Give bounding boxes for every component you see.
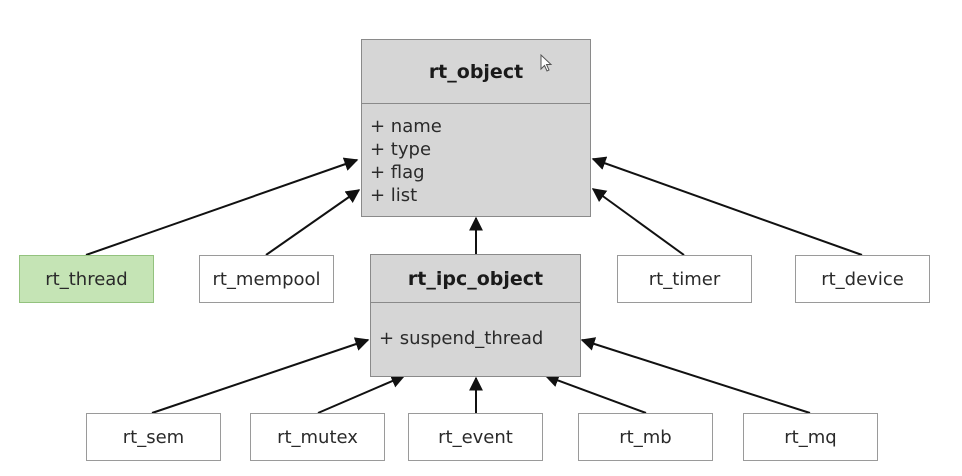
arrow-device-to-object xyxy=(591,156,863,256)
rt-ipc-object-title: rt_ipc_object xyxy=(371,255,580,303)
attribute: + flag xyxy=(370,162,425,183)
arrow-mq-to-ipc xyxy=(580,337,811,414)
arrow-thread-to-object xyxy=(85,157,359,256)
rt-timer-box: rt_timer xyxy=(617,255,752,303)
mouse-cursor-icon xyxy=(540,54,553,72)
arrow-mb-to-ipc xyxy=(544,373,647,414)
arrow-sem-to-ipc xyxy=(151,337,370,414)
rt-ipc-object-class: rt_ipc_object + suspend_thread xyxy=(370,254,581,377)
attribute: + name xyxy=(370,116,442,137)
rt-mb-box: rt_mb xyxy=(578,413,713,461)
rt-sem-box: rt_sem xyxy=(86,413,221,461)
rt-thread-box: rt_thread xyxy=(19,255,154,303)
attribute: + type xyxy=(370,139,432,160)
arrow-timer-to-object xyxy=(591,188,685,256)
attribute: + list xyxy=(370,185,418,206)
rt-object-title: rt_object xyxy=(362,40,590,104)
rt-mq-box: rt_mq xyxy=(743,413,878,461)
rt-ipc-object-attributes: + suspend_thread xyxy=(371,303,580,350)
rt-event-box: rt_event xyxy=(408,413,543,461)
arrow-mutex-to-ipc xyxy=(317,374,406,414)
rt-mutex-box: rt_mutex xyxy=(250,413,385,461)
rt-device-box: rt_device xyxy=(795,255,930,303)
rt-object-class: rt_object + name + type + flag + list xyxy=(361,39,591,217)
rt-mempool-box: rt_mempool xyxy=(199,255,334,303)
arrow-mempool-to-object xyxy=(265,189,361,256)
rt-object-attributes: + name + type + flag + list xyxy=(362,104,590,207)
attribute: + suspend_thread xyxy=(379,328,544,349)
